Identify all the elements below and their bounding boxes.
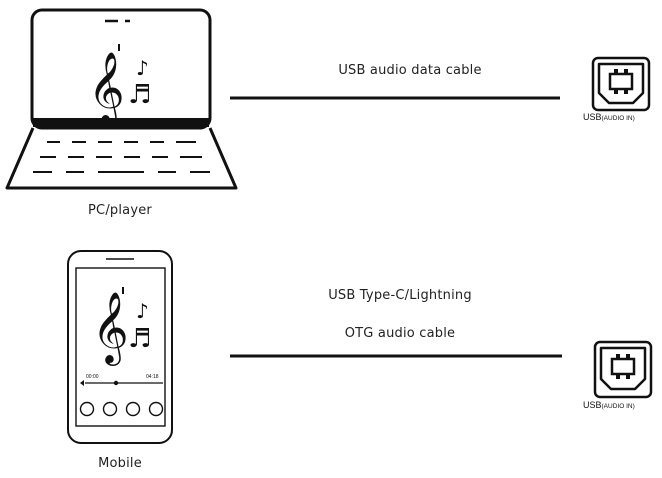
phone-icon (67, 250, 173, 444)
usb-b-port-icon (591, 56, 651, 112)
music-notes-icon: 𝄞 ♪ ♬ (92, 287, 151, 366)
svg-text:♬: ♬ (128, 80, 151, 110)
usb-port-top-sub: (AUDIO IN) (601, 115, 635, 122)
usb-port-bottom-sub: (AUDIO IN) (601, 403, 635, 410)
music-notes-icon: 𝄞 ♪ ♬ (88, 44, 151, 126)
pc-label: PC/player (88, 203, 152, 218)
svg-text:♪: ♪ (136, 56, 149, 80)
cable-bottom-label-line2: OTG audio cable (344, 326, 456, 341)
time-end: 04:18 (146, 374, 159, 380)
laptop-icon (5, 8, 238, 190)
control-circle-icon (102, 401, 118, 417)
usb-port-bottom-main: USB (583, 400, 602, 410)
svg-text:♬: ♬ (128, 324, 151, 354)
usb-port-bottom-caption: USB(AUDIO IN) (583, 400, 635, 410)
usb-port-top-main: USB (583, 112, 602, 122)
progress-bar (80, 380, 163, 386)
svg-text:♪: ♪ (136, 299, 149, 323)
mobile-label: Mobile (98, 456, 142, 471)
control-circle-icon (79, 401, 95, 417)
svg-text:𝄞: 𝄞 (88, 50, 125, 126)
time-start: 00:00 (86, 374, 99, 380)
cable-top-label: USB audio data cable (338, 63, 482, 78)
cable-bottom-label-line1: USB Type-C/Lightning (328, 288, 472, 303)
usb-b-port-icon (593, 340, 653, 399)
control-circle-icon (148, 401, 164, 417)
svg-text:𝄞: 𝄞 (92, 290, 129, 366)
control-buttons (79, 401, 164, 417)
usb-port-top-caption: USB(AUDIO IN) (583, 112, 635, 122)
speaker-icon (80, 380, 84, 386)
progress-knob (113, 380, 119, 386)
control-circle-icon (125, 401, 141, 417)
